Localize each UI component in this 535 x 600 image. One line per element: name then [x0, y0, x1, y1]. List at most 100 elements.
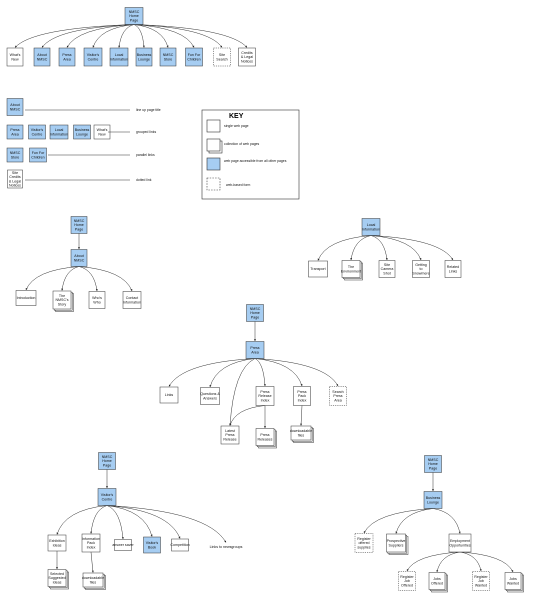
node-links: Links: [159, 386, 179, 404]
connector-local-hub-to-transport: [317, 235, 372, 261]
legend-label-dotted: dotted link: [136, 178, 152, 182]
node-label: Search: [332, 390, 343, 394]
node-label: files: [90, 580, 97, 584]
node-label: Information: [50, 132, 68, 136]
legend-label-parallel: parallel links: [136, 153, 155, 157]
connector-about-hub-to-contact-information: [78, 266, 133, 292]
node-label: NMSC: [37, 57, 48, 61]
connector-local-hub-to-the-environment: [350, 235, 372, 261]
node-label: Local: [115, 53, 124, 57]
node-label: Introduction: [17, 296, 36, 300]
node-label: Area: [251, 350, 259, 354]
connector-home-top-to-fun-for-children: [133, 24, 195, 48]
node-label: Employment: [450, 539, 470, 543]
node-label: Index: [87, 545, 96, 549]
connector-local-hub-to-related-links: [370, 235, 454, 261]
connector-visitors-hub-to-information-pack-index: [90, 505, 108, 534]
node-label: files: [298, 433, 305, 437]
node-label: Releases: [258, 437, 273, 441]
node-label: Opportunities: [449, 543, 471, 547]
node-label: Fun For: [188, 53, 201, 57]
node-label: Press: [62, 53, 71, 57]
node-label: Notices: [9, 184, 21, 188]
node-label: Press: [260, 390, 269, 394]
legend-label-title: line up page title: [136, 108, 161, 112]
node-label: Index: [298, 398, 307, 402]
connector-visitors-hub-to-answer-saver: [106, 505, 124, 540]
node-label: Related: [447, 265, 459, 269]
node-label: Home: [102, 459, 112, 463]
connector-employment-opportunities-to-register-job-offered: [406, 551, 461, 572]
node-label: Area: [334, 398, 342, 402]
node-label: Page: [130, 18, 138, 22]
node-label: Register: [357, 537, 371, 541]
node-label: Pack: [298, 394, 306, 398]
nodes: NMSCHomePageWhat'sNewAboutNMSCPressAreaV…: [6, 7, 524, 593]
node-label: NMSC: [428, 458, 439, 462]
connector-local-hub-to-site-camera-shot: [370, 235, 388, 261]
node-label: Environment: [341, 269, 361, 273]
node-label: Business: [137, 53, 152, 57]
connector-about-hub-to-introduction: [25, 266, 80, 291]
node-label: Home: [428, 462, 438, 466]
node-label: Press: [297, 390, 306, 394]
node-label: Lounge: [138, 57, 150, 61]
node-label: supplies: [357, 545, 370, 549]
node-label: Local: [55, 128, 64, 132]
node-label: Children: [187, 57, 200, 61]
node-label: Credits: [241, 51, 253, 55]
node-label: Visitor's: [31, 128, 44, 132]
connector-press-hub-to-questions-answers: [209, 358, 256, 388]
node-label: Home: [129, 14, 139, 18]
connector-press-hub-to-press-release-index: [254, 358, 266, 387]
node-label: Lounge: [76, 132, 88, 136]
connector-employment-opportunities-to-register-job-wanted: [459, 551, 482, 572]
connector-home-top-to-business-lounge: [133, 24, 145, 48]
node-label: Offered: [401, 583, 413, 587]
key-swatch-accessible: [206, 157, 221, 171]
node-links-to-newsgroups: Links to newsgroups: [210, 545, 243, 549]
connector-home-top-to-whats-new: [14, 24, 135, 48]
node-label: Pack: [87, 541, 95, 545]
connector-information-pack-index-to-downloadable-files-info: [90, 551, 94, 573]
key-swatch-single: [206, 119, 221, 133]
node-label: Jobs: [433, 577, 441, 581]
node-label: Wanted: [507, 581, 519, 585]
connector-business-hub-to-prospective-suppliers: [395, 508, 434, 534]
node-label: Lounge: [427, 500, 439, 504]
key-label-accessible: web page accessible from all other pages: [224, 159, 287, 163]
node-label: Site: [219, 53, 225, 57]
node-label: Fun For: [32, 151, 45, 155]
connector-employment-opportunities-to-jobs-wanted: [459, 551, 514, 573]
node-label: Questions &: [200, 392, 220, 396]
node-label: Offered: [431, 581, 443, 585]
connector-about-hub-to-whos-who: [78, 266, 98, 292]
node-label: downloadable: [82, 576, 104, 580]
node-label: New: [11, 57, 19, 61]
node-label: Store: [164, 57, 173, 61]
node-label: Information: [82, 537, 100, 541]
node-label: Suppliers: [389, 543, 404, 547]
node-label: Snowmere: [412, 271, 429, 275]
node-label: What's: [97, 128, 108, 132]
